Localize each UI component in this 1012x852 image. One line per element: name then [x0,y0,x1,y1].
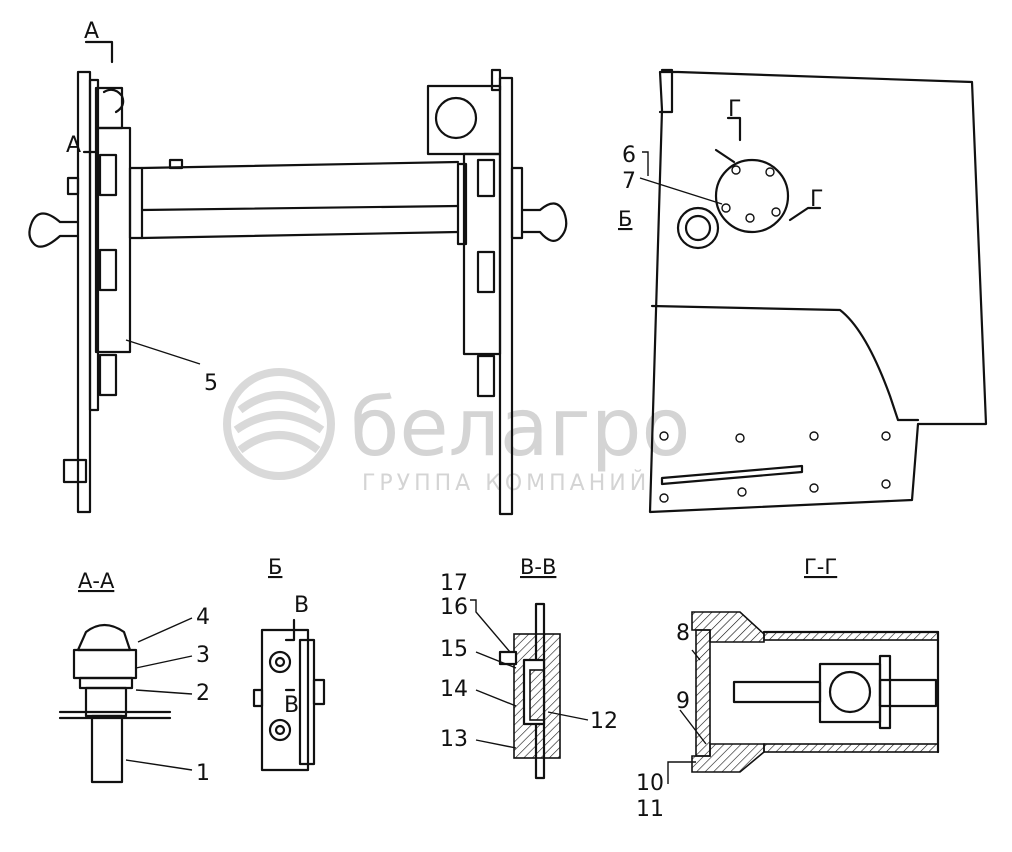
cut-mark-v-bottom: В [284,693,299,718]
callout-6: 6 [622,143,636,168]
section-gg-title: Г-Г [804,555,837,579]
callout-1: 1 [196,761,210,786]
view-b-plate: Г Г 6 7 Б [618,68,988,514]
cut-mark-g-right: Г [810,187,823,212]
callout-7: 7 [622,169,636,194]
section-g-g: Г-Г 8 9 10 11 [636,555,940,822]
view-b-plate-label: Б [618,207,632,231]
cut-mark-a-top: А [84,19,99,44]
callout-5: 5 [204,371,218,396]
section-vv-title: В-В [520,555,556,579]
callout-11: 11 [636,797,664,822]
callout-9: 9 [676,689,690,714]
callout-8: 8 [676,621,690,646]
watermark-logo-icon [223,368,335,480]
callout-12: 12 [590,709,618,734]
cut-mark-v-top: В [294,593,309,618]
watermark-tagline: ГРУППА КОМПАНИЙ [362,470,650,496]
main-view-axle: А А [28,19,568,516]
callout-16: 16 [440,595,468,620]
cut-mark-g-top: Г [728,97,741,122]
callout-10: 10 [636,771,664,796]
watermark-brand: белагро [350,381,690,474]
section-aa-title: А-А [78,569,115,593]
section-v-v: В-В 17 16 15 14 13 12 [440,555,618,780]
view-b-small: Б В В [252,555,326,772]
callout-3: 3 [196,643,210,668]
callout-17: 17 [440,571,468,596]
callout-4: 4 [196,605,210,630]
callout-13: 13 [440,727,468,752]
watermark: белагро ГРУППА КОМПАНИЙ [223,368,690,496]
callout-2: 2 [196,681,210,706]
section-a-a: А-А 4 3 2 1 [58,569,210,786]
callout-14: 14 [440,677,468,702]
view-b-title: Б [268,555,282,579]
callout-15: 15 [440,637,468,662]
